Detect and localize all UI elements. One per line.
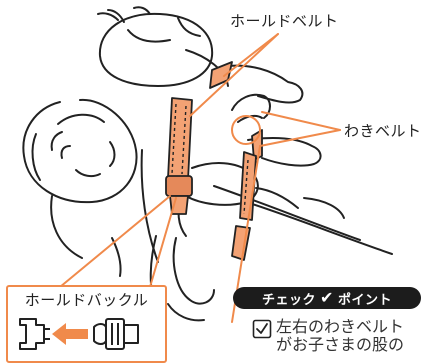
- check-point-badge: チェック ✔ ポイント: [233, 287, 421, 309]
- check-point-word2: ポイント: [337, 292, 392, 308]
- hold-belt-label: ホールドベルト: [230, 12, 339, 30]
- hold-buckle-callout: ホールドバックル: [6, 285, 167, 363]
- arrow-left-icon: [52, 323, 88, 345]
- check-box-icon: [252, 319, 272, 339]
- note-line-1: 左右のわきベルト: [276, 318, 405, 336]
- check-point-note: 左右のわきベルト がお子さまの股の: [276, 318, 433, 354]
- buckle-icon: [19, 318, 139, 350]
- check-point-word1: チェック: [262, 292, 317, 308]
- hold-buckle-label: ホールドバックル: [24, 291, 149, 309]
- note-line-2: がお子さまの股の: [276, 335, 405, 354]
- check-mark-icon: ✔: [320, 288, 334, 307]
- side-belt-label: わきベルト: [344, 122, 422, 140]
